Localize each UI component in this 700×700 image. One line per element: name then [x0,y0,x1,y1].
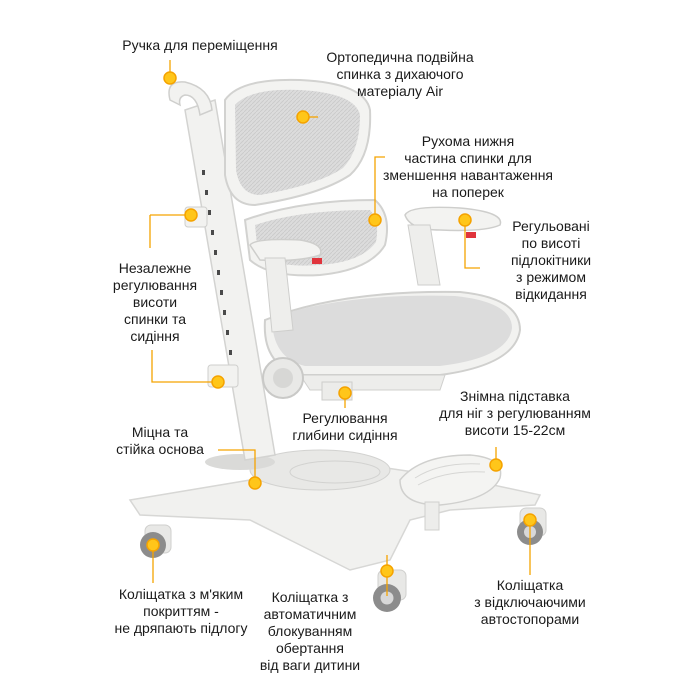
callout-line: матеріалу Air [357,83,443,99]
marker-base [248,476,262,490]
callout-line: Коліщатка з м'яким [118,586,244,602]
carry-handle [168,81,213,117]
callout-lower-back: Рухома нижня частина спинки для зменшенн… [362,133,574,201]
callout-line: Знімна підставка [460,388,570,404]
marker-wheel-left [146,538,160,552]
callout-line: з відключаючими [474,594,586,610]
armrest-right [404,206,502,286]
callout-line: по висоті [521,235,581,251]
marker-backrest [296,110,310,124]
callout-line: Коліщатка [496,577,564,593]
callout-footrest: Знімна підставка для ніг з регулюванням … [425,388,605,439]
callout-line: для ніг з регулюванням [439,405,591,421]
callout-line: на поперек [432,184,504,200]
callout-armrests: Регульовані по висоті підлокітники з реж… [486,218,616,303]
callout-seat-depth: Регулювання глибини сидіння [275,410,415,444]
marker-handle [163,71,177,85]
marker-height-lower [211,375,225,389]
callout-line: зменшення навантаження [382,167,554,183]
marker-armrest [458,213,472,227]
callout-line: Рухома нижня [421,133,515,149]
callout-stopper-wheels: Коліщатка з відключаючими автостопорами [455,577,605,628]
footrest [399,454,502,531]
callout-line: підлокітники [510,252,592,268]
callout-line: покриттям - [143,603,219,619]
backrest-upper [224,78,372,207]
feature-markers [146,71,537,578]
callout-base: Міцна та стійка основа [100,424,220,458]
callout-line: з режимом [516,269,586,285]
callout-line: Коліщатка з [271,589,349,605]
callout-line: Ручка для переміщення [122,37,278,53]
callout-line: Міцна та [131,424,189,440]
seat [262,290,522,401]
callout-line: Регульовані [512,218,590,234]
callout-line: висоти [132,294,178,310]
callout-line: Ортопедична подвійна [326,49,474,65]
callout-backrest: Ортопедична подвійна спинка з дихаючого … [300,49,500,100]
callout-handle: Ручка для переміщення [100,37,300,54]
callout-line: від ваги дитини [259,657,361,673]
marker-footrest [489,458,503,472]
callout-line: регулювання [112,277,198,293]
marker-height-upper [184,208,198,222]
callout-line: Регулювання [302,410,388,426]
callout-line: обертання [276,640,344,656]
callout-line: спинка з дихаючого [336,66,464,82]
callout-line: автоматичним [263,606,357,622]
marker-wheel-right [523,513,537,527]
callout-line: не дряпають підлогу [114,620,248,636]
callout-line: блокуванням [267,623,353,639]
marker-wheel-center [380,564,394,578]
callout-line: глибини сидіння [292,427,398,443]
callout-height-adjustment: Незалежне регулювання висоти спинки та с… [100,260,210,345]
callout-soft-wheels: Коліщатка з м'яким покриттям - не дряпаю… [96,586,266,637]
marker-lower-back [368,213,382,227]
callout-line: Незалежне [118,260,192,276]
armrest-left [249,238,322,333]
callout-line: частина спинки для [404,150,532,166]
callout-line: спинки та [123,311,186,327]
marker-depth [338,386,352,400]
callout-line: автостопорами [480,611,580,627]
callout-line: стійка основа [116,441,204,457]
callout-auto-lock-wheels: Коліщатка з автоматичним блокуванням обе… [248,589,372,674]
callout-line: відкидання [515,286,587,302]
callout-line: висоти 15-22см [464,422,566,438]
callout-line: сидіння [130,328,180,344]
